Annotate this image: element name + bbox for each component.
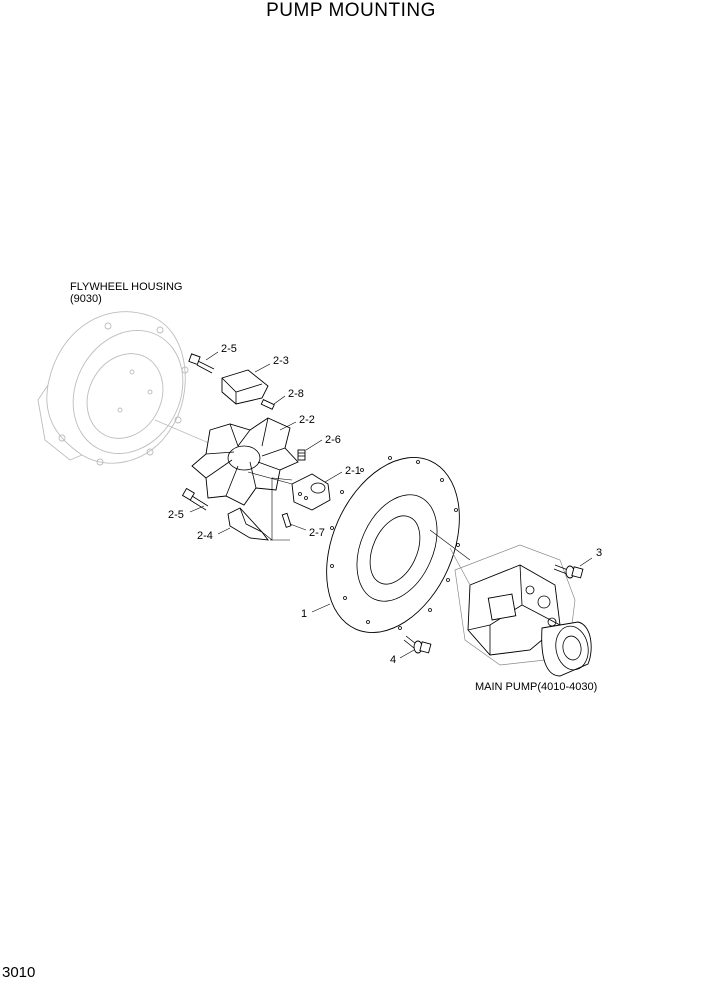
- pin-2-7-drawing: [281, 512, 292, 528]
- callout-2-7: 2-7: [309, 527, 325, 539]
- main-pump-label: MAIN PUMP(4010-4030): [475, 681, 598, 693]
- coupling-piece-upper-drawing: [221, 369, 269, 405]
- callout-1: 1: [301, 608, 308, 620]
- pin-2-8-drawing: [260, 399, 275, 410]
- hub-drawing: [291, 473, 331, 511]
- flywheel-housing-label: FLYWHEEL HOUSING: [70, 281, 183, 293]
- leader-lines: [189, 351, 593, 659]
- callout-2-4: 2-4: [197, 530, 213, 542]
- main-pump-drawing: [449, 544, 592, 677]
- callout-2-6: 2-6: [325, 434, 341, 446]
- callout-2-5-lower: 2-5: [168, 509, 184, 521]
- coupling-piece-lower-drawing: [227, 507, 269, 541]
- callout-2-3: 2-3: [273, 355, 289, 367]
- bolt-4-drawing: [403, 635, 432, 654]
- bolt-lower-drawing: [181, 487, 209, 511]
- flywheel-housing-drawing: [37, 311, 231, 466]
- callout-4: 4: [390, 654, 397, 666]
- page-number: 3010: [2, 964, 36, 981]
- callout-2-5-upper: 2-5: [221, 343, 237, 355]
- callout-3: 3: [596, 547, 603, 559]
- coupling-plate-drawing: [326, 456, 460, 633]
- callout-2-8: 2-8: [288, 388, 304, 400]
- bolt-upper-drawing: [188, 353, 215, 374]
- callout-2-2: 2-2: [299, 414, 315, 426]
- callout-2-1: 2-1: [345, 465, 361, 477]
- set-screw-drawing: [297, 449, 306, 461]
- bolt-3-drawing: [553, 564, 584, 579]
- flywheel-housing-ref: (9030): [70, 293, 102, 305]
- page-title: PUMP MOUNTING: [266, 0, 436, 21]
- coupling-element-drawing: [191, 417, 299, 506]
